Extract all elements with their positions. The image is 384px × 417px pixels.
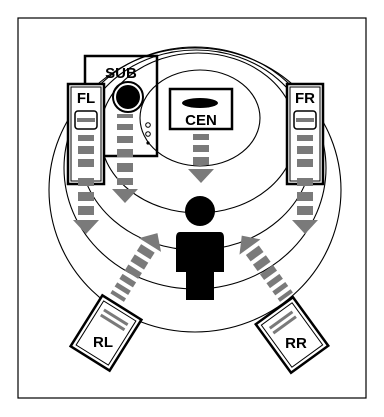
cen-label: CEN [185,112,217,129]
fr-speaker: FR [287,84,323,184]
fl-label: FL [77,90,95,107]
fr-label: FR [295,90,315,107]
rr-label: RR [285,335,307,352]
cen-driver [182,98,218,108]
fl-speaker: FL [68,84,104,184]
rl-label: RL [93,334,113,351]
cen-speaker: CEN [170,89,232,129]
